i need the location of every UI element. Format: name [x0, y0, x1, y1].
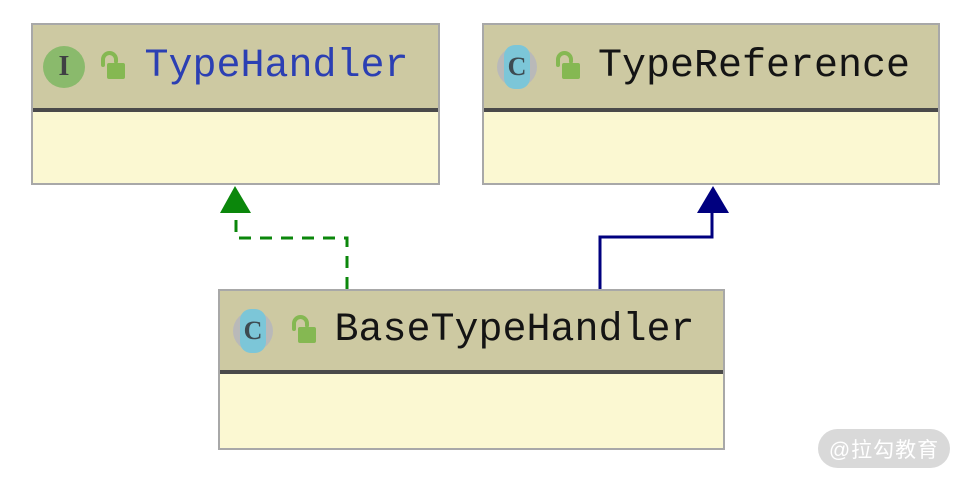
unlocked-icon — [552, 50, 582, 83]
node-title: BaseTypeHandler — [334, 308, 695, 353]
uml-node-basetypehandler[interactable]: C BaseTypeHandler — [218, 289, 725, 450]
node-header: C TypeReference — [484, 25, 938, 108]
unlocked-icon — [97, 50, 127, 83]
implements-edge-line — [234, 211, 349, 289]
node-title: TypeHandler — [144, 44, 409, 89]
watermark-badge: @拉勾教育 — [818, 429, 950, 468]
node-title: TypeReference — [597, 44, 911, 89]
class-icon: C — [230, 308, 276, 353]
class-icon: C — [494, 44, 540, 89]
implements-edge-basetypehandler-typehandler[interactable] — [220, 186, 349, 289]
node-members-section — [484, 112, 938, 183]
node-divider — [484, 108, 938, 112]
class-icon-letter: C — [243, 315, 263, 345]
extends-edge-line — [598, 210, 714, 289]
implements-arrowhead-icon — [220, 186, 251, 213]
node-divider — [33, 108, 438, 112]
node-header: C BaseTypeHandler — [220, 291, 723, 370]
class-icon-letter: C — [507, 51, 527, 81]
node-divider — [220, 370, 723, 374]
interface-icon: I — [43, 45, 85, 88]
interface-icon-letter: I — [58, 50, 70, 82]
node-members-section — [220, 374, 723, 448]
uml-node-typereference[interactable]: C TypeReference — [482, 23, 940, 185]
node-header: I TypeHandler — [33, 25, 438, 108]
uml-node-typehandler[interactable]: I TypeHandler — [31, 23, 440, 185]
extends-edge-basetypehandler-typereference[interactable] — [598, 186, 729, 289]
extends-arrowhead-icon — [697, 186, 729, 213]
unlocked-icon — [288, 314, 318, 347]
node-members-section — [33, 112, 438, 183]
